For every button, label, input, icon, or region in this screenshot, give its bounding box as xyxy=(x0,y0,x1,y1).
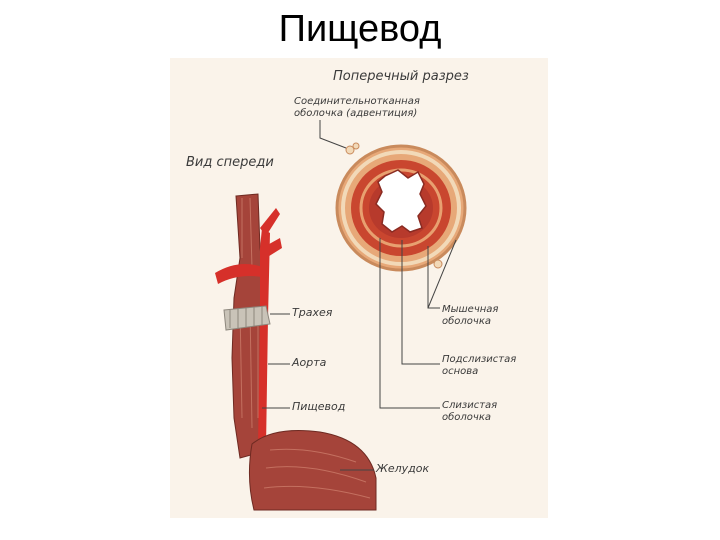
mucosa-label-line2: оболочка xyxy=(442,411,491,423)
muscular-label-line2: оболочка xyxy=(442,315,491,327)
diagram-panel: Поперечный разрез Соединительнотканная о… xyxy=(170,58,548,518)
adventitia-label-line1: Соединительнотканная xyxy=(294,96,420,107)
cross-section xyxy=(335,142,467,272)
stomach-label: Желудок xyxy=(375,462,429,475)
cross-section-title: Поперечный разрез xyxy=(333,69,469,84)
esophagus-label: Пищевод xyxy=(292,400,345,413)
submucosa-pointer xyxy=(401,240,440,365)
front-view-title: Вид спереди xyxy=(186,155,274,170)
trachea-label: Трахея xyxy=(292,306,333,319)
adventitia-label-line2: оболочка (адвентиция) xyxy=(294,107,417,119)
adventitia-pointer xyxy=(319,120,347,149)
muscular-label-line1: Мышечная xyxy=(442,304,498,315)
slide-title: Пищевод xyxy=(278,8,442,50)
mucosa-pointer xyxy=(379,238,440,409)
aorta-label: Аорта xyxy=(291,356,327,369)
front-view xyxy=(215,193,377,511)
submucosa-label-line2: основа xyxy=(442,366,478,377)
esophagus-diagram: Поперечный разрез Соединительнотканная о… xyxy=(186,69,516,511)
mucosa-label-line1: Слизистая xyxy=(442,400,497,411)
submucosa-label-line1: Подслизистая xyxy=(442,354,516,365)
